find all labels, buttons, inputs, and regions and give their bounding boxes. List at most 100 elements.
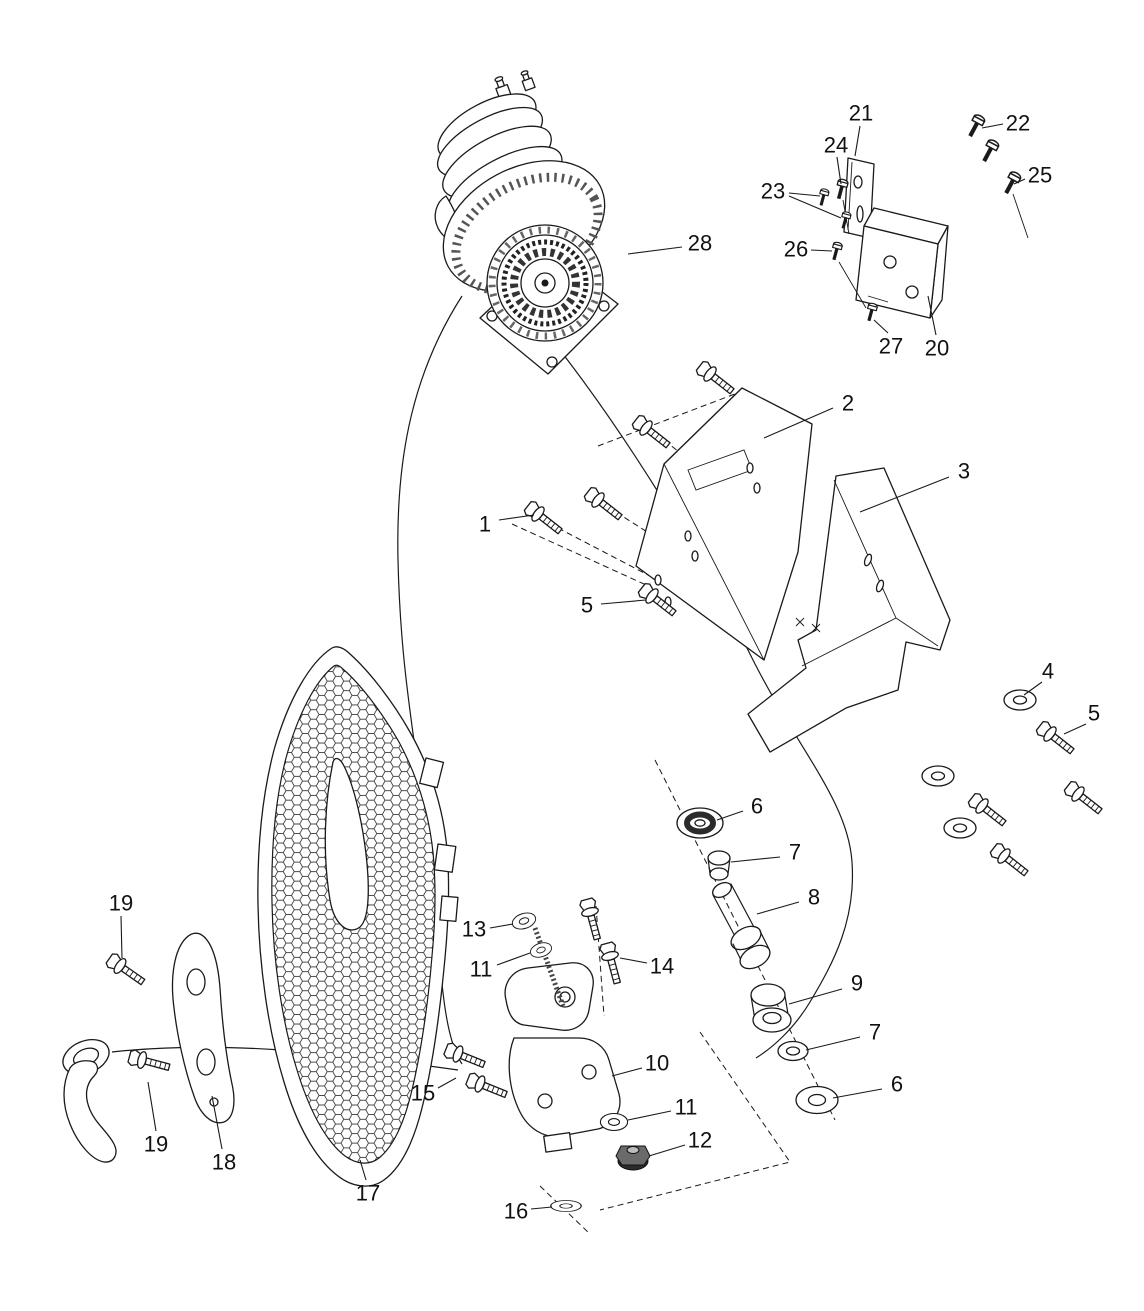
- bolt-icon: [126, 1047, 172, 1077]
- washer-icon: [943, 817, 977, 839]
- leader-line: [730, 856, 781, 863]
- bolt-icon: [103, 950, 149, 990]
- leader-line: [927, 295, 937, 336]
- washer-icon: [599, 1112, 629, 1132]
- part-callout-11: 11: [675, 1095, 698, 1120]
- part-callout-6: 6: [751, 794, 763, 819]
- leader-line: [489, 923, 514, 929]
- leader-line: [648, 1144, 686, 1157]
- grille-panel-drawing: [257, 646, 459, 1187]
- part-callout-19: 19: [144, 1132, 168, 1157]
- leader-line: [359, 1159, 367, 1181]
- leader-line: [611, 1067, 643, 1077]
- leader-line: [788, 192, 821, 197]
- washer-icon: [1003, 689, 1037, 711]
- part-callout-20: 20: [925, 336, 949, 361]
- leader-line: [600, 599, 647, 605]
- part-callout-7: 7: [869, 1020, 881, 1045]
- leader-line: [627, 1110, 672, 1121]
- right-fasteners-drawing: [921, 689, 1106, 881]
- leader-line: [854, 125, 861, 157]
- stud-13: [532, 927, 566, 1007]
- part-callout-7: 7: [789, 840, 801, 865]
- leader-line: [788, 195, 842, 219]
- part-callout-5: 5: [581, 593, 593, 618]
- leader-line: [1063, 723, 1087, 735]
- leader-line: [836, 156, 842, 185]
- screw-icon: [978, 137, 1001, 165]
- part-callout-1: 1: [479, 512, 491, 537]
- motor-terminal: [520, 70, 536, 92]
- bolt-icon: [521, 498, 566, 539]
- bolt-icon: [1061, 778, 1106, 819]
- part-callout-9: 9: [851, 971, 863, 996]
- leader-line: [716, 810, 744, 821]
- leader-line: [498, 514, 535, 521]
- part-callout-22: 22: [1006, 111, 1030, 136]
- leader-line: [981, 123, 1004, 129]
- part-callout-23: 23: [761, 179, 785, 204]
- center-mount-assembly-drawing: [442, 896, 651, 1213]
- leader-line: [619, 957, 648, 964]
- bolt-icon: [629, 412, 674, 453]
- part-callout-18: 18: [212, 1150, 236, 1175]
- leader-line: [805, 1036, 861, 1051]
- mount-plate-drawing: [635, 387, 813, 661]
- leader-line: [873, 319, 889, 334]
- winch-motor-assembly-drawing: [434, 70, 619, 375]
- cable-hook-drawing: [62, 1039, 117, 1163]
- bolt-icon: [577, 896, 607, 942]
- leader-line: [810, 249, 833, 252]
- washer-icon: [921, 765, 955, 787]
- part-callout-28: 28: [688, 231, 712, 256]
- screw-icon: [964, 112, 987, 140]
- leader-line: [763, 407, 834, 439]
- leader-line: [147, 1081, 157, 1132]
- part-callout-8: 8: [808, 885, 820, 910]
- screw-icon: [1000, 169, 1023, 197]
- part-callout-21: 21: [849, 101, 873, 126]
- leader-line: [788, 988, 843, 1005]
- part-callout-17: 17: [356, 1181, 380, 1206]
- leader-line: [211, 1095, 223, 1150]
- part-callout-2: 2: [842, 391, 854, 416]
- washer-icon: [550, 1199, 582, 1213]
- part-callout-3: 3: [958, 459, 970, 484]
- part-callout-4: 4: [1042, 659, 1054, 684]
- side-bracket-drawing: [171, 932, 235, 1124]
- part-callout-13: 13: [462, 917, 486, 942]
- leader-line: [1013, 178, 1026, 185]
- bolt-icon: [581, 484, 626, 525]
- bolt-icon: [442, 1040, 488, 1074]
- part-callout-27: 27: [879, 334, 903, 359]
- lower-plate-drawing: [747, 467, 951, 753]
- part-callout-26: 26: [784, 237, 808, 262]
- leader-line: [756, 901, 800, 915]
- screw-icon: [816, 187, 831, 208]
- leader-line: [496, 952, 531, 966]
- part-callout-15: 15: [411, 1081, 435, 1106]
- bracket-10: [508, 1037, 621, 1138]
- rubber-mount-stack-drawing: [676, 807, 839, 1115]
- part-callout-24: 24: [824, 133, 848, 158]
- leader-line: [120, 915, 123, 959]
- leader-line: [832, 1088, 883, 1099]
- part-callout-12: 12: [688, 1128, 712, 1153]
- part-callout-19: 19: [109, 891, 133, 916]
- bolt-icon: [464, 1070, 510, 1104]
- leader-line: [859, 476, 950, 513]
- leader-line: [530, 1206, 553, 1210]
- part-callout-11: 11: [470, 957, 493, 982]
- bolt-icon: [987, 840, 1032, 881]
- part-callout-14: 14: [650, 954, 674, 979]
- part-callout-25: 25: [1028, 163, 1052, 188]
- bolt-icon: [693, 358, 738, 399]
- flange-nut-drawing: [615, 1145, 651, 1171]
- leader-line: [1023, 681, 1043, 696]
- leader-line: [627, 246, 683, 255]
- contactor-assembly-drawing: [816, 112, 1029, 323]
- bolt-icon: [1033, 718, 1078, 759]
